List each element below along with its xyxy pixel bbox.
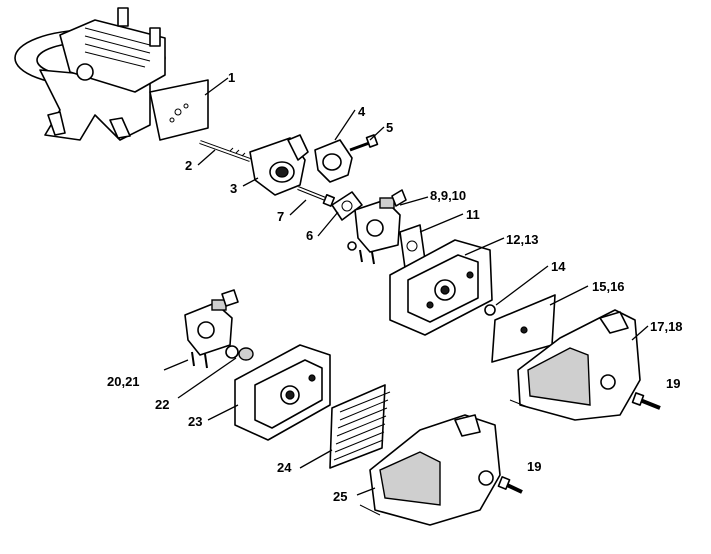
callout-5: 5 bbox=[386, 120, 393, 135]
callout-3: 3 bbox=[230, 181, 237, 196]
screw-part-2 bbox=[199, 140, 251, 162]
washer-part-14 bbox=[484, 304, 496, 316]
cover-part-25 bbox=[359, 414, 501, 526]
gasket-part-1 bbox=[149, 79, 209, 141]
leader-lines bbox=[163, 77, 649, 496]
cover-part-17-18 bbox=[509, 309, 641, 421]
engine-assembly bbox=[14, 7, 166, 141]
filter-base-part-23 bbox=[234, 344, 331, 441]
carburetor-part-20-21 bbox=[184, 289, 239, 369]
callout-14: 14 bbox=[551, 259, 566, 274]
callout-7: 7 bbox=[277, 209, 284, 224]
callout-4: 4 bbox=[358, 104, 366, 119]
gasket-part-6 bbox=[331, 191, 363, 221]
fitting-part-22 bbox=[225, 345, 254, 361]
callout-17-18: 17,18 bbox=[650, 319, 683, 334]
callout-22: 22 bbox=[155, 397, 169, 412]
carburetor-part-8-9-10 bbox=[347, 189, 407, 265]
callout-2: 2 bbox=[185, 158, 192, 173]
filter-part-24 bbox=[329, 384, 391, 469]
callout-12-13: 12,13 bbox=[506, 232, 539, 247]
screw-part-7 bbox=[297, 186, 336, 207]
callout-11: 11 bbox=[466, 207, 480, 222]
screw-part-19-lower bbox=[497, 476, 523, 494]
screw-part-5 bbox=[349, 134, 379, 152]
callout-19-lower: 19 bbox=[527, 459, 541, 474]
callout-25: 25 bbox=[333, 489, 347, 504]
callout-1: 1 bbox=[228, 70, 235, 85]
callout-24: 24 bbox=[277, 460, 292, 475]
callout-23: 23 bbox=[188, 414, 202, 429]
callout-8-9-10: 8,9,10 bbox=[430, 188, 466, 203]
callout-6: 6 bbox=[306, 228, 313, 243]
screw-part-19-upper bbox=[631, 392, 661, 410]
callout-19-upper: 19 bbox=[666, 376, 680, 391]
filter-base-part-12-13 bbox=[389, 239, 493, 336]
clamp-part-4 bbox=[314, 139, 353, 183]
manifold-part-3 bbox=[249, 134, 309, 196]
callout-15-16: 15,16 bbox=[592, 279, 625, 294]
callout-20-21: 20,21 bbox=[107, 374, 140, 389]
